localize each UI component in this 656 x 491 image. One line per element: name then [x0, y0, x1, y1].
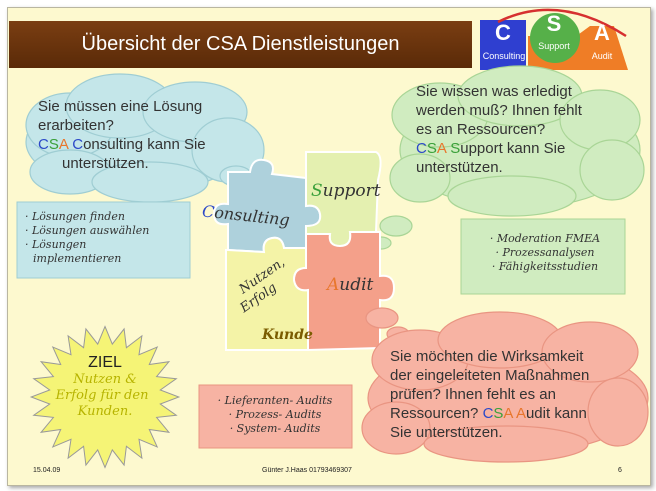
goal-line1: Nutzen & [73, 372, 137, 387]
logo-c-letter: C [495, 20, 511, 45]
csa-a: A [58, 136, 69, 153]
audit-cloud-line4: Ressourcen? CSA Audit kann [390, 404, 640, 423]
consulting-list-item: implementieren [33, 252, 122, 265]
audit-list-box [198, 384, 353, 449]
support-initial: S [311, 181, 323, 201]
puzzle-label-kunde: Kunde [262, 327, 313, 343]
logo-a-letter: A [594, 20, 610, 45]
consulting-cloud-line1: Sie müssen eine Lösung [38, 98, 203, 115]
consulting-cloud-line3-rest: onsulting kann Sie [83, 136, 206, 153]
goal-line2: Erfolg für den [55, 388, 149, 403]
logo-c-word: Consulting [482, 51, 526, 61]
csa-s: S [493, 405, 504, 422]
consulting-cloud-text: Sie müssen eine Lösung erarbeiten? CSA C… [38, 97, 248, 173]
csa-logo [480, 8, 628, 70]
support-cloud-line5: unterstützen. [416, 159, 503, 176]
csa-c: C [416, 140, 427, 157]
footer-page-number: 6 [618, 467, 622, 474]
footer-date: 15.04.09 [33, 467, 61, 474]
logo-support-circle [530, 13, 580, 63]
audit-initial: A [515, 405, 526, 422]
audit-cloud [361, 307, 649, 463]
support-list-box [460, 218, 626, 295]
support-initial: S [450, 140, 461, 157]
logo-s-word: Support [538, 41, 570, 51]
consulting-list-item: · Lösungen auswählen [25, 224, 150, 237]
csa-s: S [426, 140, 437, 157]
support-cloud-line3: es an Ressourcen? [416, 121, 546, 138]
support-cloud-line4: CSA Support kann Sie [416, 139, 636, 158]
support-cloud-line4-rest: upport kann Sie [460, 140, 566, 157]
support-cloud-line2: werden muß? Ihnen fehlt [416, 102, 582, 119]
audit-rest: udit [339, 275, 374, 295]
consulting-cloud-line4: unterstützen. [62, 155, 149, 172]
goal-text: ZIEL Nutzen & Erfolg für den Kunden. [56, 354, 153, 420]
audit-cloud-line4-rest: udit kann [525, 405, 587, 422]
support-list-item: · Fähigkeitsstudien [491, 260, 599, 273]
logo-arc [497, 8, 627, 38]
support-cloud [370, 65, 645, 250]
goal-line3: Kunden. [77, 404, 133, 419]
audit-cloud-line3: prüfen? Ihnen fehlt es an [390, 386, 556, 403]
support-cloud-text: Sie wissen was erledigt werden muß? Ihne… [416, 82, 636, 177]
csa-a: A [503, 405, 513, 422]
consulting-list-item: · Lösungen finden [25, 210, 125, 223]
support-rest: upport [322, 181, 381, 201]
audit-cloud-line4-start: Ressourcen? [390, 405, 483, 422]
puzzle [212, 151, 396, 352]
csa-s: S [48, 136, 59, 153]
support-list: · Moderation FMEA · Prozessanalysen · Fä… [478, 232, 612, 274]
audit-cloud-line5: Sie unterstützen. [390, 424, 503, 441]
audit-list: · Lieferanten- Audits · Prozess- Audits … [205, 394, 345, 436]
footer-author: Günter J.Haas 01793469307 [262, 467, 352, 474]
logo-consulting-box [480, 20, 526, 70]
support-list-item: · Prozessanalysen [495, 246, 595, 259]
consulting-list-box [16, 201, 191, 279]
consulting-initial: C [72, 136, 84, 153]
audit-list-item: · Prozess- Audits [228, 408, 322, 421]
slide-title: Übersicht der CSA Dienstleistungen [9, 21, 472, 68]
logo-a-word: Audit [591, 51, 613, 61]
audit-list-item: · System- Audits [229, 422, 321, 435]
consulting-list-item: · Lösungen [25, 238, 87, 251]
audit-initial: A [327, 275, 340, 295]
puzzle-label-audit: Audit [327, 275, 373, 295]
support-cloud-line1: Sie wissen was erledigt [416, 83, 572, 100]
csa-c: C [38, 136, 49, 153]
consulting-cloud-line2: erarbeiten? [38, 117, 114, 134]
csa-a: A [436, 140, 447, 157]
consulting-cloud [25, 73, 275, 203]
csa-c: C [482, 405, 494, 422]
audit-cloud-line2: der eingeleiteten Maßnahmen [390, 367, 590, 384]
audit-cloud-text: Sie möchten die Wirksamkeit der eingelei… [390, 347, 640, 442]
consulting-cloud-line3: CSA Consulting kann Sie [38, 135, 248, 154]
goal-star [29, 325, 181, 469]
consulting-list: · Lösungen finden · Lösungen auswählen ·… [25, 210, 149, 266]
puzzle-label-support: Support [311, 181, 381, 201]
logo-s-letter: S [546, 11, 562, 36]
goal-label: ZIEL [88, 354, 122, 371]
support-list-item: · Moderation FMEA [489, 232, 601, 245]
audit-list-item: · Lieferanten- Audits [217, 394, 333, 407]
audit-cloud-line1: Sie möchten die Wirksamkeit [390, 348, 584, 365]
